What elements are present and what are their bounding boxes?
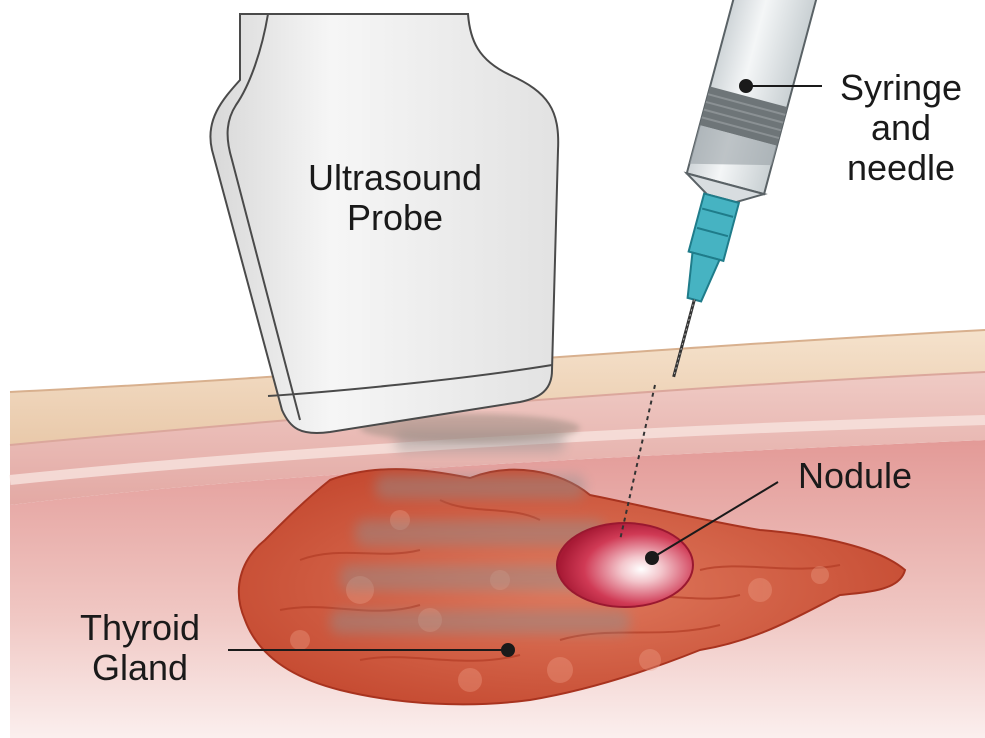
nodule [557,523,693,607]
probe-label-line-1: Ultrasound [290,158,500,198]
syringe-label-line-1: Syringe [826,68,976,108]
probe-label-line-2: Probe [290,198,500,238]
gland-label: Thyroid Gland [60,608,220,688]
syringe-label-line-3: needle [826,148,976,188]
nodule-label: Nodule [785,456,925,496]
syringe-label-line-2: and [826,108,976,148]
syringe-label: Syringe and needle [826,68,976,188]
gland-label-line-1: Thyroid [60,608,220,648]
gland-label-line-2: Gland [60,648,220,688]
syringe-and-needle [635,0,817,387]
probe-label: Ultrasound Probe [290,158,500,238]
